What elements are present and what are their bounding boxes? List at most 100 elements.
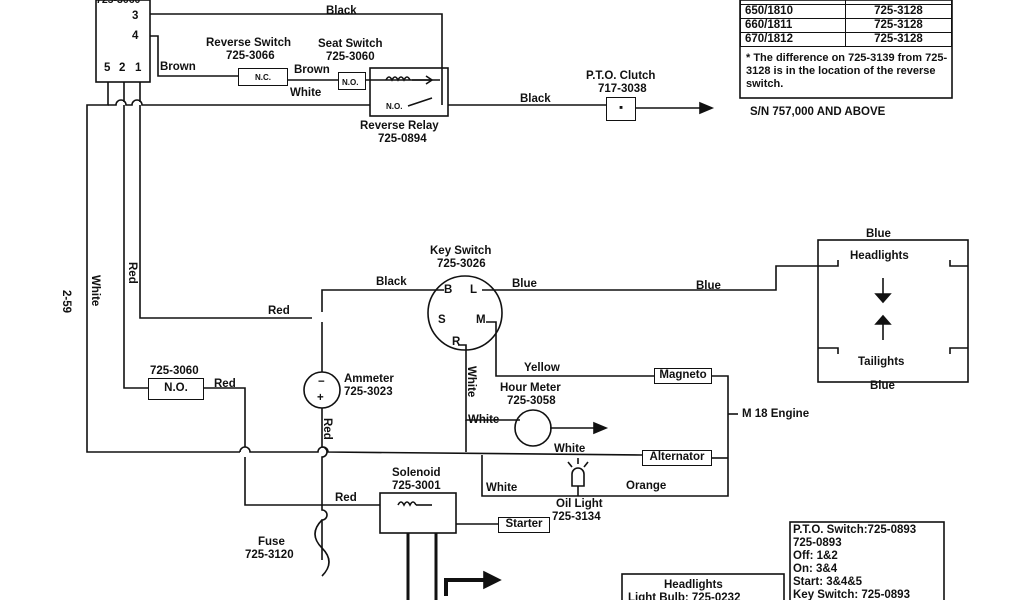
fuse-symbol: [314, 519, 330, 577]
page-number: 2-59: [60, 290, 72, 314]
label-white-bottom: White: [486, 482, 518, 494]
oil-light-bulb: [571, 467, 585, 487]
wire-blue-key: [482, 265, 818, 291]
engine-bracket: [576, 375, 729, 497]
headlights-label: Headlights: [850, 250, 909, 262]
model-table-cell-model: 650/1810: [740, 4, 846, 19]
tl-arrow: [874, 314, 892, 325]
wire-pin4: [150, 35, 238, 77]
solenoid-coil: [397, 501, 417, 507]
pto-row-5: Key Switch: 725-0893: [793, 589, 910, 600]
pin-4: 4: [132, 30, 139, 42]
label-brown-mid: Brown: [294, 64, 330, 76]
model-table-cell-model: 670/1812: [740, 32, 846, 47]
hl-table-frame: [621, 573, 785, 600]
label-white-relay: White: [290, 87, 322, 99]
hour-meter-name: Hour Meter: [500, 382, 561, 394]
key-terminal-m: M: [476, 314, 486, 326]
top-connector-part: 725-3060: [96, 0, 141, 6]
magneto-box: Magneto: [654, 368, 712, 384]
hl-left-term: [818, 260, 839, 267]
wire-black-key: [321, 289, 444, 312]
seat-switch-2-part: 725-3060: [150, 365, 199, 377]
key-switch-part: 725-3026: [437, 258, 486, 270]
relay-coil-arrow: [425, 75, 434, 85]
label-white-left: White: [89, 275, 101, 307]
solenoid-body: [379, 492, 457, 534]
wire-red-ammeter: [321, 408, 328, 560]
headlights-box-bottom-label: Blue: [870, 380, 895, 392]
reverse-relay-part: 725-0894: [378, 133, 427, 145]
label-red-key: Red: [268, 305, 290, 317]
pin-2: 2: [119, 62, 126, 74]
engine-label: M 18 Engine: [742, 408, 810, 420]
key-switch-circle: [427, 275, 503, 351]
pto-clutch-name: P.T.O. Clutch: [586, 70, 656, 82]
reverse-switch-body: N.C.: [238, 68, 288, 86]
model-table: 640/1809725-3139650/1810725-3128660/1811…: [740, 0, 953, 47]
key-terminal-s: S: [438, 314, 446, 326]
headlights-box-top-label: Blue: [866, 228, 891, 240]
hl-table-row: Light Bulb: 725-0232: [628, 592, 741, 600]
wire-white-bottom: [481, 455, 576, 497]
reverse-switch-name: Reverse Switch: [206, 37, 292, 49]
pto-row-3: On: 3&4: [793, 563, 838, 575]
label-white-hour: White: [468, 414, 500, 426]
hour-meter-arrow: [593, 421, 609, 435]
seat-switch-name: Seat Switch: [318, 38, 383, 50]
pto-clutch-part: 717-3038: [598, 83, 647, 95]
hl-right-term: [949, 260, 968, 267]
pto-row-1: 725-0893: [793, 537, 842, 549]
top-connector-body: [95, 0, 151, 83]
pto-clutch-body: ▪: [606, 97, 636, 121]
solenoid-part: 725-3001: [392, 480, 441, 492]
relay-coil: [385, 76, 411, 82]
wire-yellow: [486, 321, 654, 377]
fuse-name: Fuse: [258, 536, 285, 548]
tl-left-term: [818, 347, 839, 354]
relay-contact: [407, 97, 433, 107]
alternator-label: Alternator: [649, 451, 705, 463]
oil-light-part: 725-3134: [552, 511, 601, 523]
fuse-part: 725-3120: [245, 549, 294, 561]
battery-cable: [444, 578, 486, 596]
wire-white-hour: [458, 344, 520, 421]
label-red-ammeter: Red: [321, 418, 333, 440]
hl-arrow: [874, 293, 892, 304]
model-table-cell-model: 660/1811: [740, 18, 846, 33]
headlights-box: [817, 239, 969, 383]
starter-box: Starter: [498, 517, 550, 533]
model-table-cell-part: 725-3128: [844, 4, 953, 19]
tl-right-term: [949, 347, 968, 354]
key-terminal-l: L: [470, 284, 478, 296]
starter-label: Starter: [505, 518, 543, 530]
seat-switch-2-body: N.O.: [148, 378, 204, 400]
label-blue-lights: Blue: [696, 280, 721, 292]
label-white-key: White: [465, 366, 477, 398]
wire-black-top: [150, 13, 443, 105]
label-black-top: Black: [326, 5, 357, 17]
hour-meter-part: 725-3058: [507, 395, 556, 407]
hl-table-title: Headlights: [664, 579, 723, 591]
seat-switch-body: N.O.: [338, 72, 366, 90]
model-table-cell-part: 725-3128: [844, 18, 953, 33]
pto-row-0: P.T.O. Switch:725-0893: [793, 524, 917, 536]
label-blue-key: Blue: [512, 278, 537, 290]
pto-row-4: Start: 3&4&5: [793, 576, 863, 588]
oil-light-name: Oil Light: [556, 498, 603, 510]
pto-table-frame: [789, 521, 945, 600]
label-red-solenoid: Red: [335, 492, 357, 504]
ammeter-minus: −: [318, 376, 325, 388]
wire-red-key: [139, 105, 312, 319]
label-red-switch: Red: [214, 378, 236, 390]
pto-table: P.T.O. Switch:725-0893 725-0893 Off: 1&2…: [790, 524, 944, 600]
model-table-cell-part: 725-3128: [844, 32, 953, 47]
solenoid-name: Solenoid: [392, 467, 441, 479]
label-white-alt: White: [554, 443, 586, 455]
taillights-label: Tailights: [858, 356, 905, 368]
label-yellow: Yellow: [524, 362, 560, 374]
reverse-switch-part: 725-3066: [226, 50, 275, 62]
